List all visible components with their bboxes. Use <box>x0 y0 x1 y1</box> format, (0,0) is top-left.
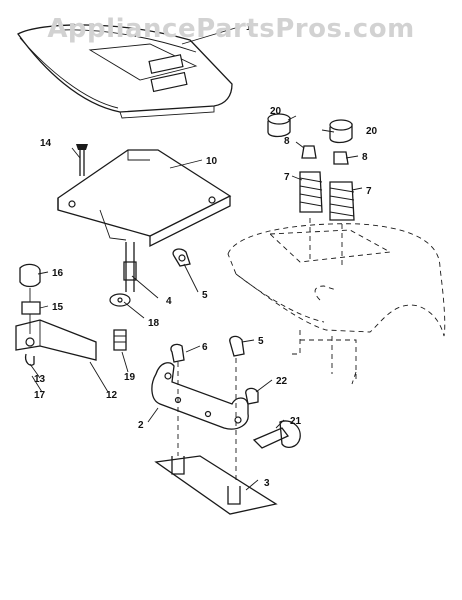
callout-4: 4 <box>166 296 172 307</box>
callout-16: 16 <box>52 268 64 279</box>
knob-part <box>245 387 301 449</box>
seat-part <box>17 24 233 119</box>
callout-1: 1 <box>246 22 252 33</box>
leader-lines <box>29 25 363 491</box>
callout-20-right: 20 <box>366 126 378 137</box>
callout-8-left: 8 <box>284 136 290 147</box>
callout-21: 21 <box>290 416 302 427</box>
callout-22: 22 <box>276 376 288 387</box>
callout-18: 18 <box>148 318 160 329</box>
seat-pan-part <box>57 149 232 292</box>
callout-19: 19 <box>124 372 136 383</box>
callout-3: 3 <box>264 478 270 489</box>
watermark-text: AppliancePartsPros.com <box>47 14 415 44</box>
callout-5-lower: 5 <box>258 336 264 347</box>
callout-labels: 1 20 20 8 8 7 7 14 10 16 15 4 5 18 13 17… <box>34 22 378 489</box>
spring-assembly-left <box>267 113 323 262</box>
callout-10: 10 <box>206 156 218 167</box>
spring-assembly-right <box>329 119 355 268</box>
center-hardware-stack <box>109 261 137 351</box>
frame-fender <box>227 223 446 385</box>
left-hardware-stack <box>15 144 97 366</box>
adjust-bracket-part <box>151 335 249 484</box>
callout-7-left: 7 <box>284 172 290 183</box>
callout-13: 13 <box>34 374 46 385</box>
callout-7-right: 7 <box>366 186 372 197</box>
callout-17: 17 <box>34 390 46 401</box>
callout-8-right: 8 <box>362 152 368 163</box>
callout-6: 6 <box>202 342 208 353</box>
callout-20-left: 20 <box>270 106 282 117</box>
callout-5-upper: 5 <box>202 290 208 301</box>
callout-12: 12 <box>106 390 118 401</box>
callout-2: 2 <box>138 420 144 431</box>
callout-15: 15 <box>52 302 64 313</box>
callout-14: 14 <box>40 138 52 149</box>
base-plate-part <box>154 455 278 515</box>
clip-part-upper <box>172 248 191 267</box>
